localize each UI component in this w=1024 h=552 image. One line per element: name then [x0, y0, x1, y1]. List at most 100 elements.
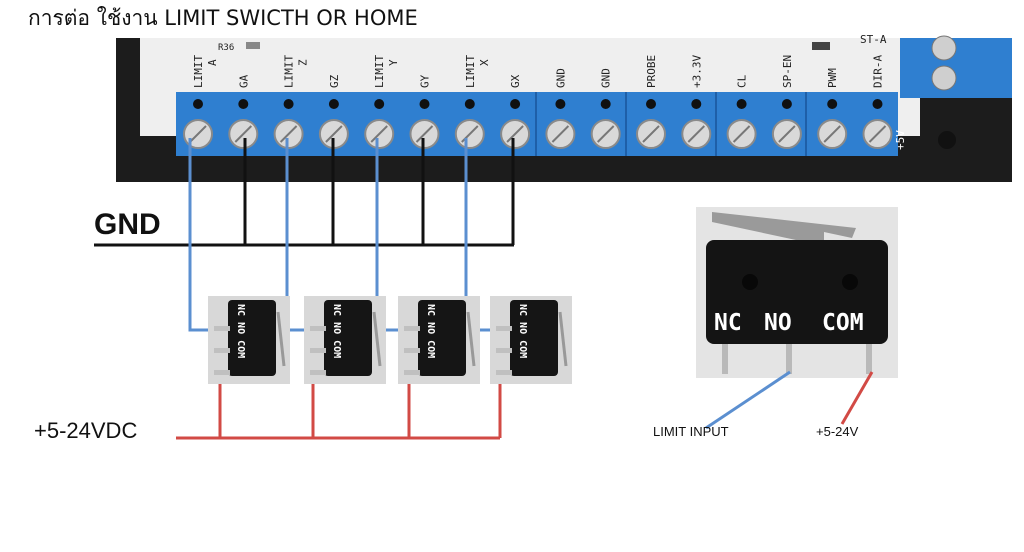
- terminal-12: +3.3V: [681, 55, 712, 149]
- lever: [712, 212, 856, 246]
- screw-slot: [189, 125, 207, 143]
- smd-part: [812, 42, 830, 50]
- pin: [214, 348, 230, 353]
- pin: [496, 370, 512, 375]
- terminal-label: LIMIT: [192, 55, 205, 88]
- terminal-hole: [419, 99, 430, 109]
- screw-slot: [642, 125, 660, 143]
- gnd-bus: [94, 138, 515, 247]
- terminal-9: GND: [545, 68, 576, 149]
- terminal-label: SP-EN: [781, 55, 794, 88]
- terminal-label: PROBE: [645, 55, 658, 88]
- terminal-hole: [872, 99, 883, 109]
- switch-pin-labels: NC NO COM: [517, 304, 528, 358]
- switch-body: [418, 300, 466, 376]
- switch-lever: [276, 311, 286, 367]
- terminal-10: GND: [590, 68, 621, 149]
- terminal-hole: [827, 99, 838, 109]
- screw-slot: [234, 125, 253, 143]
- switch-body: [324, 300, 372, 376]
- terminal-hole: [646, 99, 656, 109]
- st-label: ST-A: [860, 33, 887, 46]
- screw-slot: [823, 125, 841, 143]
- screw-slot: [596, 125, 615, 143]
- detail-supply-label: +5-24V: [816, 424, 859, 439]
- side-screw-1: [931, 35, 957, 61]
- terminal-hole: [193, 99, 203, 109]
- limit-input-label: LIMIT INPUT: [653, 424, 729, 439]
- pin: [496, 326, 512, 331]
- limit-switch-3: NC NO COM: [398, 296, 480, 384]
- screw-slot: [868, 125, 887, 143]
- r36-label: R36: [218, 43, 234, 53]
- switch-lever: [558, 311, 568, 367]
- pin-no: [786, 344, 792, 374]
- terminal-label: LIMIT: [373, 55, 386, 88]
- pin: [310, 370, 326, 375]
- pin: [310, 326, 326, 331]
- terminal-hole: [781, 99, 792, 109]
- limit-a-wire: [188, 138, 212, 332]
- terminal-11: PROBE: [636, 55, 666, 149]
- terminal-label: GY: [419, 74, 432, 88]
- page-title: การต่อ ใช้งาน LIMIT SWICTH OR HOME: [28, 6, 418, 30]
- pin-nc: [722, 344, 728, 374]
- limit-switch-2: NC NO COM: [304, 296, 386, 384]
- terminal-label: GND: [600, 68, 613, 88]
- switch-body: [706, 240, 888, 344]
- terminal-hole: [238, 99, 249, 109]
- screw-slot: [325, 125, 343, 143]
- pin: [214, 370, 230, 375]
- supply-wires: [176, 374, 502, 440]
- limit-switch-4: NC NO COM: [490, 296, 572, 384]
- terminal-2: GA: [228, 74, 259, 149]
- switch-pin-labels: NC NO COM: [425, 304, 436, 358]
- screw-slot: [370, 125, 388, 143]
- screw-slot: [506, 125, 524, 143]
- terminal-label: +3.3V: [690, 55, 703, 88]
- switch-pin-labels: NC NO COM: [331, 304, 342, 358]
- screw-slot: [778, 125, 796, 143]
- terminal-hole: [283, 99, 294, 109]
- terminal-hole: [464, 99, 475, 109]
- terminal-hole: [555, 99, 566, 109]
- terminal-4: GZ: [318, 74, 349, 149]
- terminal-axis-label: A: [206, 59, 219, 66]
- terminal-label: GND: [554, 68, 567, 88]
- screw-slot: [279, 125, 298, 143]
- terminal-16: DIR-A: [862, 55, 893, 149]
- pin: [404, 348, 420, 353]
- side-screw-2: [931, 65, 957, 91]
- detail-no-label: NO: [764, 310, 792, 336]
- detail-com-label: COM: [822, 310, 864, 336]
- terminal-axis-label: Z: [297, 59, 310, 66]
- pin-com: [866, 344, 872, 374]
- switch-body: [510, 300, 558, 376]
- limit-switch-1: NC NO COM: [208, 296, 290, 384]
- switch-pin-labels: NC NO COM: [235, 304, 246, 358]
- pin: [214, 326, 230, 331]
- terminal-hole: [736, 99, 747, 109]
- terminal-hole: [510, 99, 521, 109]
- terminal-label: LIMIT: [283, 55, 296, 88]
- switch-body: [228, 300, 276, 376]
- screw-slot: [732, 125, 751, 143]
- terminal-label: PWM: [826, 68, 839, 88]
- gnd-label: GND: [94, 208, 161, 241]
- plus5v-label: +5V: [894, 130, 907, 150]
- smd-part: [246, 42, 260, 49]
- pin: [404, 370, 420, 375]
- screw-slot: [415, 125, 434, 143]
- detail-switch: NC NO COM: [696, 207, 898, 430]
- terminal-axis-label: Y: [387, 59, 400, 66]
- terminal-hole: [374, 99, 385, 109]
- switch-lever: [466, 311, 476, 367]
- limit-input-wire: [705, 370, 791, 430]
- detail-nc-label: NC: [714, 310, 742, 336]
- terminal-hole: [600, 99, 611, 109]
- terminal-label: GZ: [328, 74, 341, 88]
